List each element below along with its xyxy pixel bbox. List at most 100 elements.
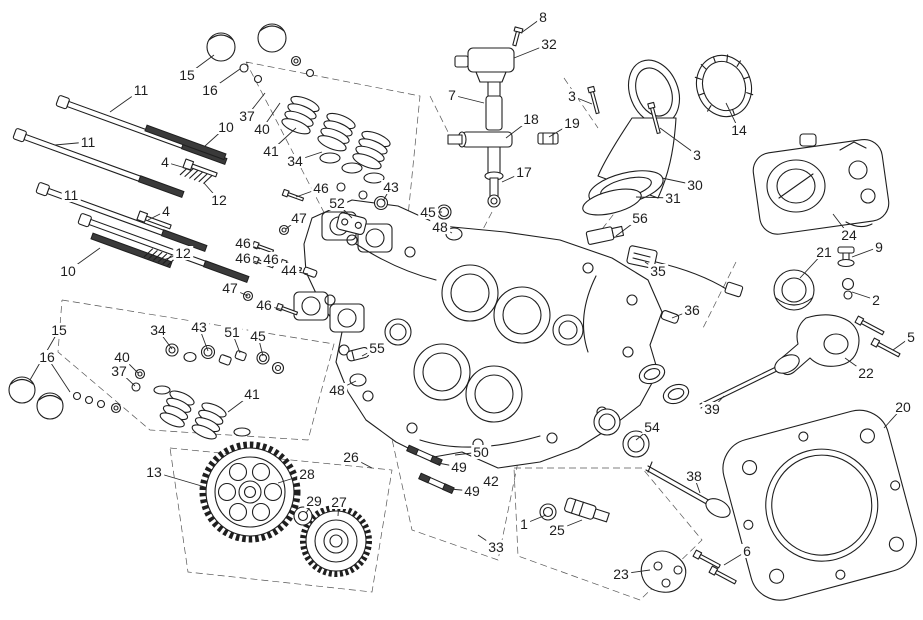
leader-line (277, 473, 308, 484)
leader-line (261, 102, 281, 130)
dowel-pin (660, 310, 680, 324)
leader-line (513, 43, 550, 59)
leader-line (209, 68, 241, 91)
leader-line (523, 514, 547, 525)
valve-springs-upper (281, 95, 391, 200)
leader-line (451, 94, 485, 104)
leader-line (270, 127, 297, 152)
leader-line (799, 251, 825, 279)
tappet-caps-top (206, 23, 315, 84)
leader-line (892, 336, 912, 351)
thermostat-housing (773, 246, 901, 376)
leader-line (361, 347, 378, 357)
leader-line (615, 217, 641, 237)
leader-line (644, 261, 659, 272)
leader-line (227, 393, 253, 413)
leader-line (54, 141, 89, 146)
construction-lines (57, 61, 737, 601)
head-gasket (722, 409, 917, 601)
leader-line (246, 92, 266, 117)
leader-line (118, 370, 136, 387)
leader-line (294, 151, 323, 162)
leader-line (439, 226, 453, 234)
leader-line (337, 501, 340, 517)
leader-line (67, 247, 101, 272)
leader-line (121, 356, 139, 374)
leader-line (883, 406, 904, 429)
leader-line (350, 456, 373, 469)
leader-line (162, 252, 184, 261)
leader-line (671, 309, 693, 319)
leader-line (29, 329, 60, 381)
cylinder-head (293, 199, 663, 469)
fuel-injector-assembly (447, 26, 559, 208)
intake-gasket (582, 188, 642, 216)
leader-line (520, 16, 544, 34)
leader-line (725, 102, 740, 131)
leader-line (635, 426, 653, 441)
leader-line (556, 519, 583, 531)
leader-line (242, 257, 261, 264)
leader-line (477, 534, 497, 548)
leader-line (723, 550, 748, 566)
leader-line (242, 242, 261, 250)
leader-line (469, 480, 492, 498)
leader-line (505, 118, 532, 139)
leader-line (336, 202, 353, 219)
flange-bolt (587, 85, 600, 115)
leader-line (270, 258, 289, 267)
leader-line (186, 54, 215, 76)
cap-screw (281, 188, 305, 202)
leader-line (620, 569, 651, 575)
stud-spring (143, 248, 177, 266)
leader-line (305, 500, 315, 514)
housing-bolt (854, 315, 885, 336)
leader-line (571, 95, 593, 105)
hose-clamp (694, 54, 754, 118)
mounting-studs (406, 444, 455, 495)
valve-stem-parts-lower (8, 343, 285, 440)
leader-line (832, 213, 850, 236)
leader-line (153, 471, 206, 488)
cam-chain-sprocket (199, 441, 301, 543)
oil-union-bolt (539, 497, 610, 523)
valves (593, 354, 800, 518)
leader-line (109, 89, 142, 113)
plate-bolts (692, 549, 737, 585)
intake-manifold-duct (582, 54, 754, 216)
hex-bolt (136, 210, 172, 230)
leader-line (437, 462, 460, 468)
breather-plate (640, 550, 687, 593)
thermostat (773, 269, 815, 311)
leader-line (164, 161, 193, 171)
leader-line (548, 122, 573, 138)
leader-line (295, 187, 322, 198)
threaded-stud (90, 232, 173, 269)
throttle-body (752, 133, 890, 235)
leader-line (198, 326, 209, 352)
leader-line (229, 287, 249, 297)
leader-line (147, 210, 167, 221)
leader-line (61, 194, 72, 199)
leader-line (263, 304, 285, 311)
leader-line (288, 269, 309, 275)
leader-line (635, 196, 674, 199)
leader-line (231, 331, 241, 354)
hex-bolt (182, 158, 218, 178)
leader-line (851, 246, 880, 258)
sensor-bolt (512, 26, 524, 47)
leader-line (501, 171, 525, 183)
leader-line (844, 357, 867, 374)
valve-spring (191, 402, 227, 440)
dowel-pin (302, 266, 318, 278)
stud-spring (179, 166, 213, 184)
leader-line (659, 127, 698, 156)
leader-line (661, 177, 696, 186)
threaded-stud (144, 124, 227, 161)
housing-bolt (870, 337, 901, 358)
leader-line (204, 126, 227, 147)
cam-cap (336, 212, 367, 235)
